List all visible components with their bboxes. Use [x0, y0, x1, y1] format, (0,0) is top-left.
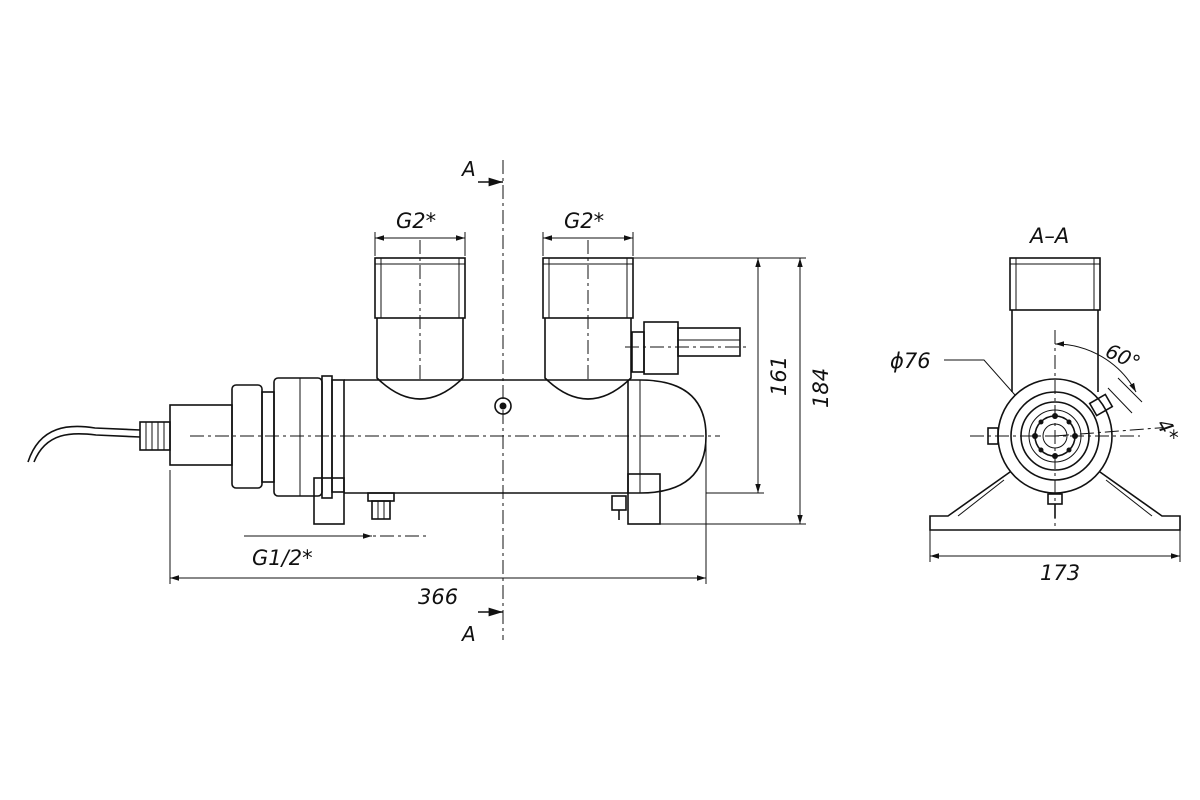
right-bracket — [627, 473, 661, 525]
height-184-label: 184 — [809, 368, 833, 408]
section-marker-top: A — [460, 157, 476, 181]
dimension-161: 161 — [633, 257, 791, 494]
cable-gland — [139, 404, 233, 466]
angle-label: 60° — [1102, 339, 1144, 375]
section-title: A–A — [1028, 224, 1069, 248]
front-view: A A G2* G2* G1/2* 366 — [27, 157, 833, 646]
thread-label-right: G2* — [564, 209, 604, 233]
left-bracket — [313, 477, 345, 525]
drain-fitting — [367, 492, 395, 520]
mounting-stand — [929, 471, 1181, 531]
lamp-connector — [231, 375, 345, 499]
dimension-angle: 60° — [1054, 339, 1144, 393]
base-width-label: 173 — [1040, 561, 1080, 585]
holes-label: 4* — [1152, 415, 1184, 447]
thread-label-left: G2* — [396, 209, 436, 233]
sensor-fitting — [631, 321, 741, 375]
angled-screw — [1088, 393, 1114, 417]
dimension-holes: 4* — [1107, 377, 1184, 447]
section-line: A A — [460, 157, 504, 646]
ground-bolt — [611, 495, 627, 520]
dimension-366: 366 — [169, 440, 707, 609]
section-marker-bottom: A — [460, 622, 476, 646]
overall-length-label: 366 — [418, 585, 458, 609]
dimension-173: 173 — [929, 530, 1181, 585]
thread-label-drain: G1/2* — [252, 546, 313, 570]
cable — [27, 425, 141, 463]
dimension-g1-2: G1/2* — [244, 533, 372, 570]
dimension-diameter: ϕ76 — [890, 349, 1016, 396]
height-161-label: 161 — [767, 356, 791, 396]
section-view: A–A — [890, 224, 1184, 585]
diameter-label: ϕ76 — [890, 349, 931, 373]
dimension-g2-right: G2* — [542, 209, 634, 256]
dimension-g2-left: G2* — [374, 209, 466, 256]
dimension-184: 184 — [660, 257, 833, 525]
